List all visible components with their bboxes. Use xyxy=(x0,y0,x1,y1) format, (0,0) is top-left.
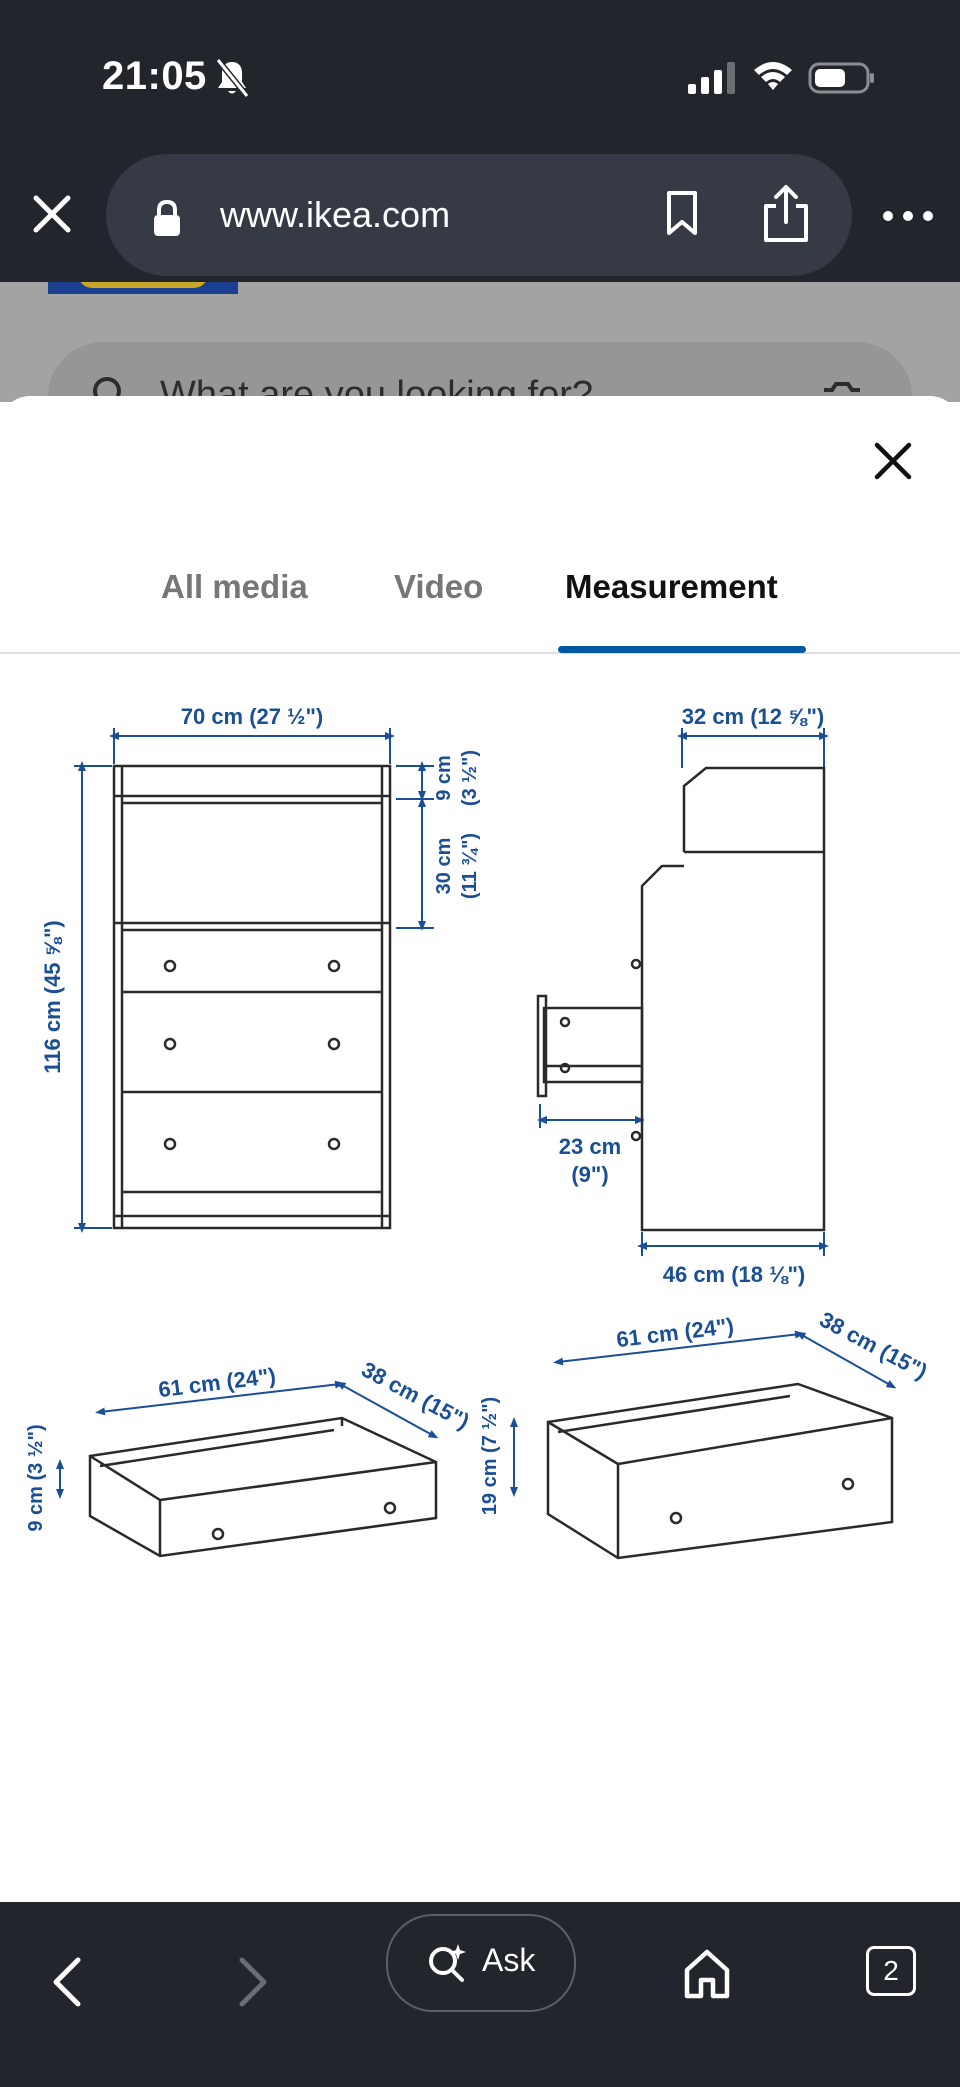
dim-small-drawer-depth: 38 cm (15") xyxy=(358,1357,474,1434)
dim-large-drawer-depth: 38 cm (15") xyxy=(816,1307,932,1384)
ikea-logo-accent xyxy=(78,282,208,288)
dim-large-drawer-width: 61 cm (24") xyxy=(615,1313,735,1352)
lock-icon xyxy=(154,199,180,236)
tab-switcher-button[interactable]: 2 xyxy=(866,1946,916,1996)
home-icon[interactable] xyxy=(682,1948,732,2000)
dim-shelf-opening-in: (11 ¾") xyxy=(459,833,481,899)
dim-side-depth: 46 cm (18 ⅛") xyxy=(663,1262,806,1287)
url-text[interactable]: www.ikea.com xyxy=(220,194,451,235)
ai-search-icon xyxy=(429,1944,466,1982)
address-bar[interactable] xyxy=(106,154,852,276)
site-search-bar xyxy=(48,342,912,402)
dim-drawer-extension-cm: 23 cm xyxy=(559,1134,621,1159)
cell-signal-icon xyxy=(688,62,735,94)
dim-small-drawer-width: 61 cm (24") xyxy=(157,1363,277,1402)
search-icon xyxy=(93,377,121,402)
active-tab-indicator xyxy=(558,646,806,653)
measurement-drawing: 70 cm (27 ½") 116 cm (45 ⅝") 9 cm (3 ½")… xyxy=(25,704,932,1560)
background-page: What are you looking for? xyxy=(0,282,960,402)
dim-large-drawer-height: 19 cm (7 ½") xyxy=(479,1397,501,1515)
dim-small-drawer-height: 9 cm (3 ½") xyxy=(25,1424,47,1531)
ask-label: Ask xyxy=(482,1942,536,1978)
browser-chrome: 21:05 www.ikea.com xyxy=(0,0,960,282)
bell-muted-icon xyxy=(215,58,250,98)
wifi-icon xyxy=(754,62,792,90)
tab-all-media[interactable]: All media xyxy=(161,568,308,605)
forward-icon[interactable] xyxy=(228,1954,276,2010)
tab-measurement[interactable]: Measurement xyxy=(565,568,778,605)
close-icon[interactable] xyxy=(872,440,914,482)
ask-button[interactable]: Ask xyxy=(386,1914,576,2012)
dim-drawer-extension-in: (9") xyxy=(571,1162,608,1187)
media-modal: All media Video Measurement xyxy=(0,396,960,1902)
dim-side-top-depth: 32 cm (12 ⅝") xyxy=(682,704,825,729)
more-menu-icon[interactable] xyxy=(880,204,936,228)
dim-top-shelf-cm: 9 cm xyxy=(433,755,455,801)
camera-icon xyxy=(824,382,860,392)
bookmark-icon[interactable] xyxy=(664,190,700,236)
share-icon[interactable] xyxy=(760,184,812,244)
battery-icon xyxy=(808,62,874,94)
browser-toolbar: Ask 2 xyxy=(0,1902,960,2087)
dim-top-shelf-in: (3 ½") xyxy=(459,750,481,806)
close-tab-icon[interactable] xyxy=(28,190,76,238)
tab-video[interactable]: Video xyxy=(394,568,484,605)
back-icon[interactable] xyxy=(44,1954,92,2010)
status-time: 21:05 xyxy=(102,54,207,98)
media-tabs: All media Video Measurement xyxy=(0,548,960,654)
dim-shelf-opening-cm: 30 cm xyxy=(433,838,455,895)
dim-front-height: 116 cm (45 ⅝") xyxy=(40,920,65,1074)
dim-front-width: 70 cm (27 ½") xyxy=(181,704,324,729)
